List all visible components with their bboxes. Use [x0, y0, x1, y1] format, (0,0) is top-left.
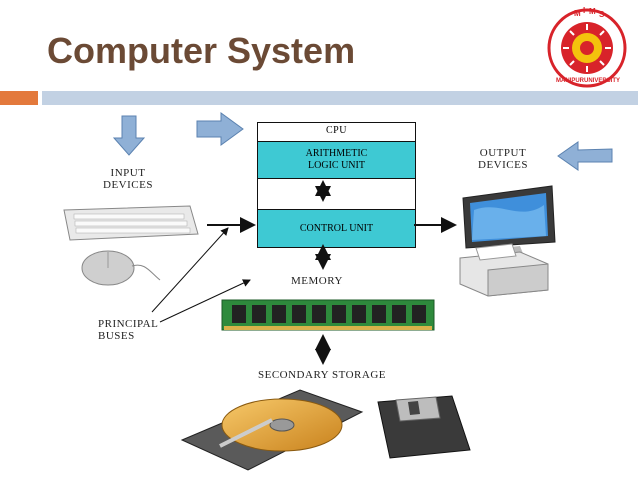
hard-drive-icon — [180, 389, 364, 471]
alu-block: ARITHMETIC LOGIC UNIT — [258, 141, 415, 179]
memory-module-icon — [221, 299, 435, 331]
input-devices-label: INPUT DEVICES — [98, 167, 158, 191]
output-highlight-arrow — [557, 141, 613, 171]
memory-label: MEMORY — [291, 275, 343, 287]
page-title: Computer System — [47, 30, 356, 71]
bus-line-lower — [159, 279, 251, 323]
control-unit-block: CONTROL UNIT — [258, 209, 415, 247]
principal-buses-label: PRINCIPAL BUSES — [98, 318, 158, 342]
mouse-icon — [81, 250, 161, 286]
principal-buses-line2: BUSES — [98, 330, 135, 342]
monitor-icon — [462, 185, 556, 258]
bus-line-upper — [151, 227, 229, 313]
cpu-label: CPU — [326, 125, 347, 136]
secondary-storage-label: SECONDARY STORAGE — [258, 369, 386, 381]
input-highlight-arrow — [112, 115, 146, 156]
accent-bar-orange — [0, 91, 38, 105]
cpu-block: CPU ARITHMETIC LOGIC UNIT CONTROL UNIT — [257, 122, 416, 248]
input-devices-line1: INPUT — [110, 167, 146, 179]
cpu-highlight-arrow — [196, 112, 244, 146]
keyboard-icon — [63, 205, 199, 241]
principal-buses-line1: PRINCIPAL — [98, 318, 159, 330]
input-devices-line2: DEVICES — [103, 179, 153, 191]
floppy-disk-icon — [377, 395, 471, 459]
accent-bar-blue — [42, 91, 638, 105]
alu-line1: ARITHMETIC — [305, 148, 368, 159]
output-devices-label: OUTPUT DEVICES — [470, 147, 536, 171]
output-devices-line2: DEVICES — [478, 159, 528, 171]
alu-line2: LOGIC UNIT — [308, 160, 365, 171]
output-devices-line1: OUTPUT — [479, 147, 527, 159]
printer-icon — [459, 243, 549, 297]
